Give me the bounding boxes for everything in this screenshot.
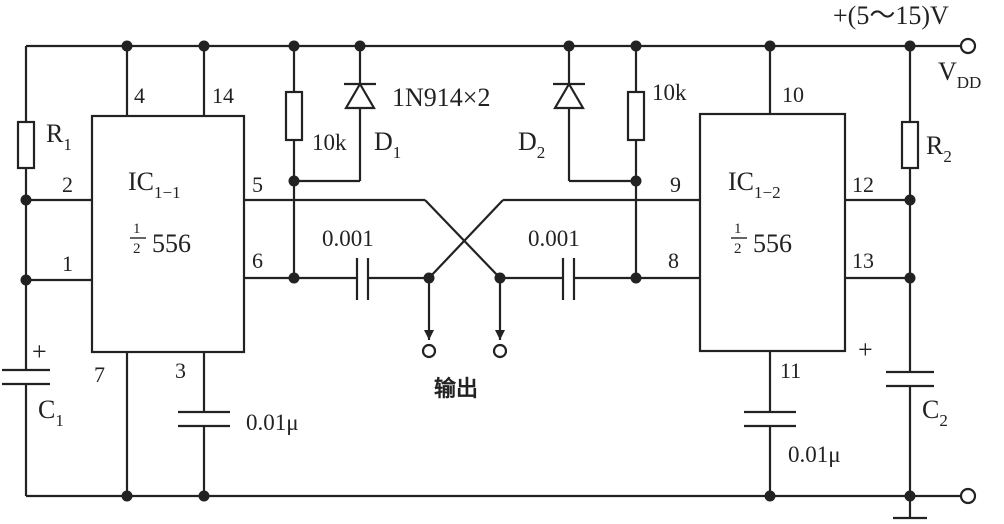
ic1-1-frac-num: 1 bbox=[133, 221, 141, 237]
ic1-2-main: IC bbox=[728, 167, 754, 196]
vdd-sub: DD bbox=[957, 73, 982, 92]
d1-sub: 1 bbox=[393, 143, 402, 162]
cap-timing-right-label: 0.001 bbox=[528, 226, 580, 251]
c2-polarity: + bbox=[858, 335, 873, 364]
pin-13-label: 13 bbox=[852, 248, 874, 273]
d1-main: D bbox=[374, 127, 393, 156]
junction-dot bbox=[630, 175, 642, 187]
cap-timing-left-label: 0.001 bbox=[322, 226, 374, 251]
junction-dot bbox=[764, 490, 776, 502]
junction-dot bbox=[198, 490, 210, 502]
diode-part-label: 1N914×2 bbox=[392, 83, 490, 112]
junction-dots bbox=[20, 40, 916, 502]
pin-4-label: 4 bbox=[134, 83, 145, 108]
junction-dot bbox=[354, 40, 366, 52]
pin-3-label: 3 bbox=[175, 358, 186, 383]
junction-dot bbox=[764, 40, 776, 52]
supply-voltage-label: +(5～15)V bbox=[833, 1, 949, 30]
junction-dot bbox=[563, 40, 575, 52]
pin-14-label: 14 bbox=[212, 83, 234, 108]
d2-label: D2 bbox=[518, 127, 545, 162]
junction-dot bbox=[423, 272, 435, 284]
junction-dot bbox=[121, 40, 133, 52]
junction-dot bbox=[20, 274, 32, 286]
c1-main: C bbox=[38, 395, 55, 424]
res-right-label: 10k bbox=[652, 80, 687, 105]
junction-dot bbox=[904, 272, 916, 284]
junction-dot bbox=[198, 40, 210, 52]
resistor-10k-right[interactable] bbox=[626, 90, 646, 142]
junction-dot bbox=[630, 40, 642, 52]
pin-1-label: 1 bbox=[62, 251, 73, 276]
junction-dot bbox=[630, 272, 642, 284]
resistor-r1[interactable] bbox=[16, 120, 36, 170]
d2-sub: 2 bbox=[537, 143, 546, 162]
ic1-2-chip[interactable] bbox=[698, 112, 847, 353]
vdd-terminal[interactable] bbox=[959, 37, 977, 55]
ic1-1-name: IC1−1 bbox=[128, 167, 181, 202]
junction-dot bbox=[288, 175, 300, 187]
ic1-1-frac-den: 2 bbox=[133, 241, 141, 257]
ic1-2-sub: 1−2 bbox=[754, 183, 781, 202]
pin-5-label: 5 bbox=[252, 172, 263, 197]
ic1-2-frac-den: 2 bbox=[734, 241, 742, 257]
r2-sub: 2 bbox=[943, 147, 952, 166]
junction-dot bbox=[20, 194, 32, 206]
vdd-label: VDD bbox=[938, 57, 981, 92]
pin-8-label: 8 bbox=[668, 248, 679, 273]
d2-main: D bbox=[518, 127, 537, 156]
ic1-2-frac-num: 1 bbox=[734, 221, 742, 237]
c1-label: C1 bbox=[38, 395, 64, 430]
output-left-arrow bbox=[424, 330, 434, 340]
ic1-2-name: IC1−2 bbox=[728, 167, 781, 202]
r1-main: R bbox=[46, 119, 64, 148]
pin-6-label: 6 bbox=[252, 248, 263, 273]
r1-label: R1 bbox=[46, 119, 72, 154]
pin-10-label: 10 bbox=[782, 82, 804, 107]
c2-label: C2 bbox=[922, 395, 948, 430]
cross-wire-b bbox=[428, 199, 504, 279]
junction-dot bbox=[494, 272, 506, 284]
vdd-main: V bbox=[938, 57, 957, 86]
r2-label: R2 bbox=[926, 131, 952, 166]
junction-dot bbox=[904, 40, 916, 52]
junction-dot bbox=[904, 490, 916, 502]
c1-sub: 1 bbox=[55, 411, 64, 430]
ic1-1-part: 556 bbox=[152, 229, 191, 258]
ic1-2-part: 556 bbox=[753, 229, 792, 258]
cap-ctrl-right-label: 0.01μ bbox=[788, 442, 841, 467]
c2-main: C bbox=[922, 395, 939, 424]
pin-12-label: 12 bbox=[852, 172, 874, 197]
d1-label: D1 bbox=[374, 127, 401, 162]
junction-dot bbox=[904, 194, 916, 206]
r1-sub: 1 bbox=[63, 135, 72, 154]
ic1-1-chip[interactable] bbox=[90, 114, 246, 354]
junction-dot bbox=[121, 490, 133, 502]
res-left-label: 10k bbox=[312, 130, 347, 155]
ground-terminal[interactable] bbox=[959, 487, 977, 505]
cap-ctrl-left-label: 0.01μ bbox=[246, 410, 299, 435]
c2-sub: 2 bbox=[939, 411, 948, 430]
diode-d2[interactable] bbox=[553, 81, 585, 110]
ic1-1-sub: 1−1 bbox=[154, 183, 181, 202]
ic1-1-main: IC bbox=[128, 167, 154, 196]
pin-7-label: 7 bbox=[94, 362, 105, 387]
junction-dot bbox=[288, 40, 300, 52]
output-right-terminal[interactable] bbox=[492, 343, 508, 359]
output-label: 输出 bbox=[434, 376, 478, 402]
resistor-r2[interactable] bbox=[900, 120, 920, 170]
pin-9-label: 9 bbox=[670, 172, 681, 197]
pin-2-label: 2 bbox=[62, 172, 73, 197]
pin-11-label: 11 bbox=[780, 358, 801, 383]
junction-dot bbox=[288, 272, 300, 284]
diode-d1[interactable] bbox=[344, 81, 376, 110]
output-left-terminal[interactable] bbox=[421, 343, 437, 359]
output-right-arrow bbox=[495, 330, 505, 340]
c1-polarity: + bbox=[32, 337, 47, 366]
r2-main: R bbox=[926, 131, 944, 160]
resistor-10k-left[interactable] bbox=[284, 90, 304, 142]
cross-wire-a bbox=[424, 199, 501, 279]
